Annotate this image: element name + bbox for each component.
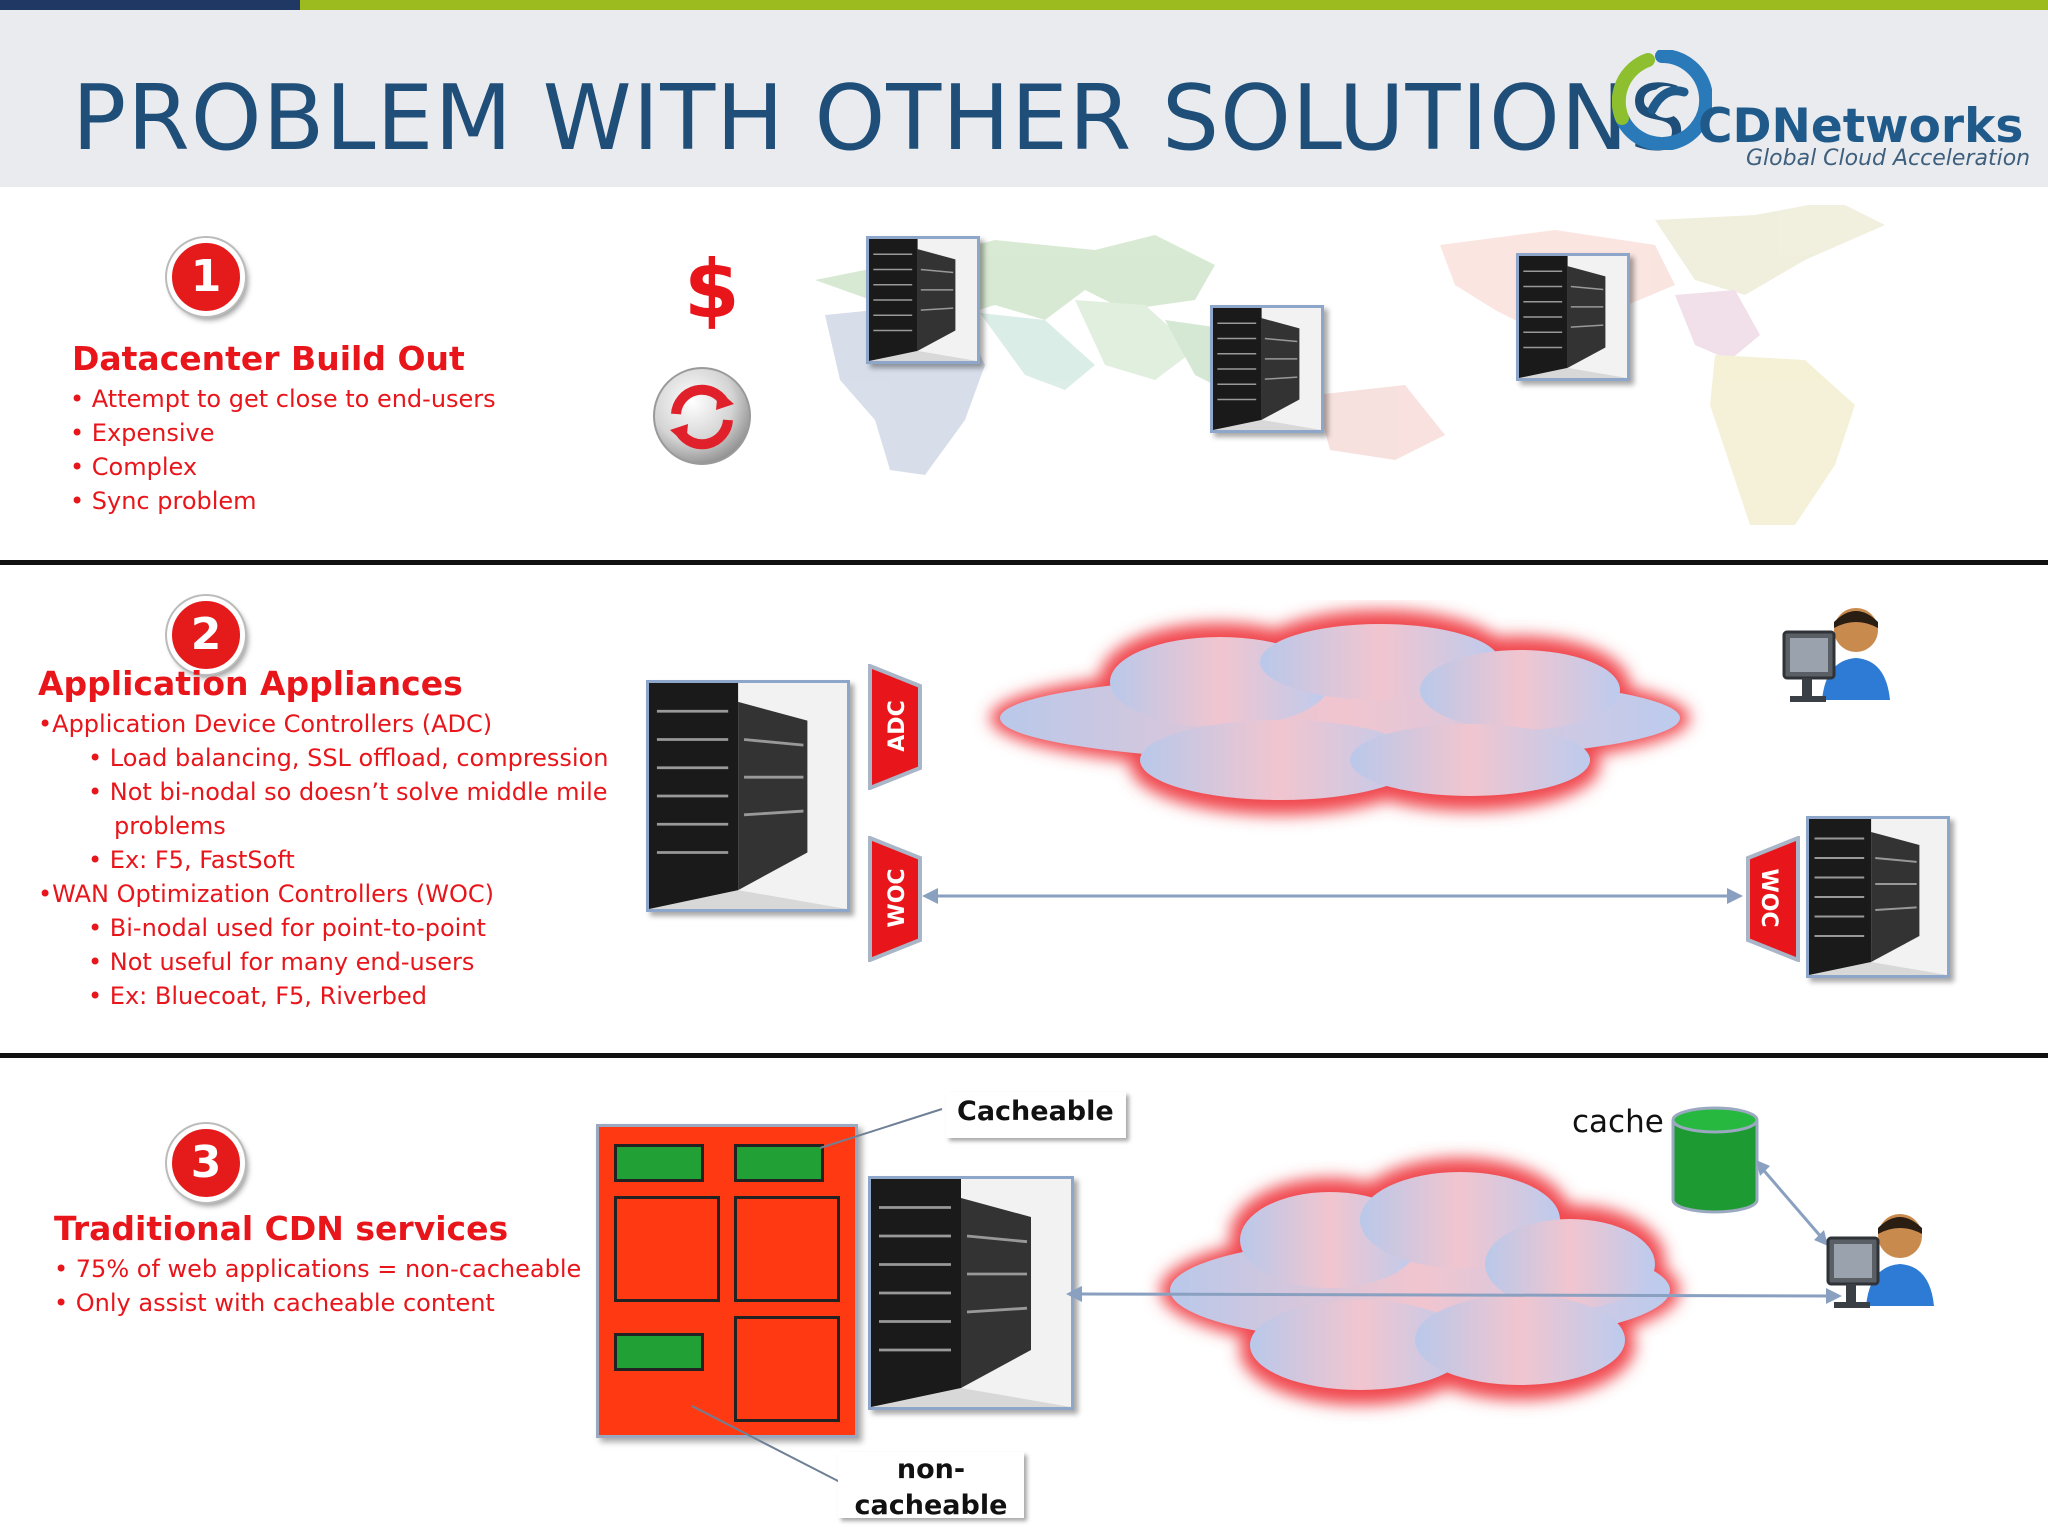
section-2-badge: 2: [167, 596, 245, 674]
noncacheable-callout-box: [838, 1452, 1024, 1518]
noncacheable-content-block: [734, 1316, 840, 1422]
page-title: PROBLEM WITH OTHER SOLUTIONS: [72, 66, 1688, 171]
woc-label: WOC: [1756, 868, 1781, 928]
cache-label: cache: [1572, 1104, 1664, 1140]
section-2-line: • Load balancing, SSL offload, compressi…: [88, 744, 609, 772]
section-1-bullet: • Complex: [70, 453, 198, 481]
woc-appliance-icon: [1746, 836, 1800, 962]
datacenter-image: [866, 236, 980, 364]
section-3-heading: Traditional CDN services: [54, 1209, 509, 1248]
section-2-line: • Ex: F5, FastSoft: [88, 846, 295, 874]
noncacheable-line-2: cacheable: [854, 1490, 1008, 1521]
noncacheable-line-1: non-: [896, 1454, 966, 1485]
cacheable-callout-label: Cacheable: [957, 1096, 1114, 1127]
section-3-bullet: • Only assist with cacheable content: [54, 1289, 495, 1317]
end-user-icon: [1826, 1214, 1934, 1308]
point-to-point-arrow: [922, 888, 1743, 904]
datacenter-image: [646, 680, 850, 912]
noncacheable-callout-label: non- cacheable: [838, 1452, 1024, 1524]
section-divider: [0, 560, 2048, 565]
request-arrow: [1066, 1286, 1842, 1304]
cache-link-arrow: [1756, 1160, 1828, 1246]
section-2-heading: Application Appliances: [38, 664, 463, 703]
dollar-sign-icon: $: [684, 243, 740, 336]
cacheable-callout-box: [946, 1092, 1126, 1138]
section-2-line: • Bi-nodal used for point-to-point: [88, 914, 486, 942]
woc-appliance-icon: [868, 836, 922, 962]
section-2-line: •WAN Optimization Controllers (WOC): [38, 880, 495, 908]
end-user-icon: [1782, 608, 1890, 702]
section-1-badge: 1: [167, 238, 245, 316]
section-2-line: problems: [114, 812, 226, 840]
section-1-bullet: • Attempt to get close to end-users: [70, 385, 496, 413]
section-divider: [0, 1053, 2048, 1058]
section-1-heading: Datacenter Build Out: [72, 339, 465, 378]
section-3-bullet: • 75% of web applications = non-cacheabl…: [54, 1255, 582, 1283]
cacheable-content-block: [614, 1333, 704, 1371]
noncacheable-content-block: [614, 1196, 720, 1302]
adc-label: ADC: [885, 700, 910, 752]
section-1-bullet: • Sync problem: [70, 487, 257, 515]
section-2-line: •Application Device Controllers (ADC): [38, 710, 493, 738]
section-2-line: • Not useful for many end-users: [88, 948, 475, 976]
section-2-line: • Ex: Bluecoat, F5, Riverbed: [88, 982, 427, 1010]
datacenter-image: [1516, 253, 1630, 381]
noncacheable-content-block: [734, 1196, 840, 1302]
adc-appliance-icon: [868, 664, 922, 790]
cacheable-content-block: [734, 1144, 824, 1182]
datacenter-image: [1210, 305, 1324, 433]
callout-lines: [691, 1108, 943, 1483]
web-application-block: [596, 1124, 858, 1438]
section-3-badge: 3: [167, 1124, 245, 1202]
datacenter-image: [868, 1176, 1074, 1410]
internet-cloud-icon: [1160, 1158, 1680, 1405]
sync-icon: [653, 367, 751, 465]
datacenter-image: [1806, 816, 1950, 978]
top-bar-blue: [0, 0, 300, 10]
logo-tagline: Global Cloud Acceleration: [1746, 146, 2031, 171]
internet-cloud-icon: [990, 610, 1690, 815]
cdnetworks-logo-icon: [1612, 50, 1712, 150]
cache-cylinder-icon: [1671, 1106, 1759, 1214]
cacheable-content-block: [614, 1144, 704, 1182]
top-bar-green: [300, 0, 2048, 10]
section-1-bullet: • Expensive: [70, 419, 215, 447]
woc-label: WOC: [885, 868, 910, 928]
logo-name: CDNetworks: [1698, 99, 2024, 154]
section-2-line: • Not bi-nodal so doesn’t solve middle m…: [88, 778, 608, 806]
